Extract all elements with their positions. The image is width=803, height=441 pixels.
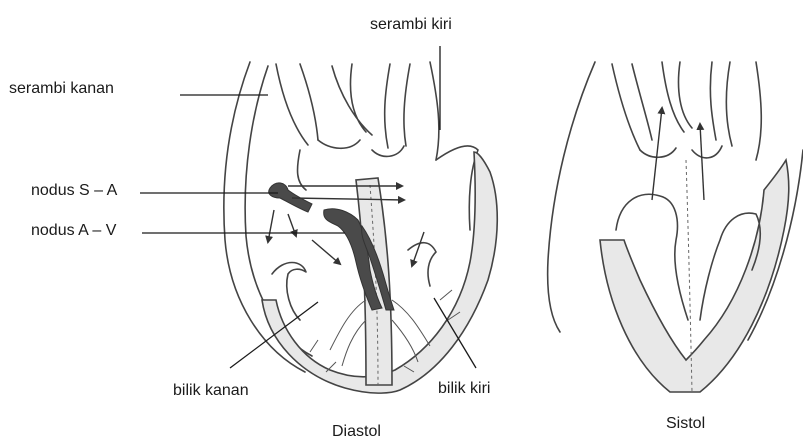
diastol-arrow-5 xyxy=(312,240,340,264)
sistol-arrow-1 xyxy=(652,108,662,200)
diastol-vessels xyxy=(276,62,439,160)
label-bilik-kanan: bilik kanan xyxy=(173,383,249,399)
nodus-sa-shape xyxy=(269,183,312,212)
caption-diastol: Diastol xyxy=(332,424,381,440)
label-nodus-sa: nodus S – A xyxy=(31,183,117,199)
sistol-vessel-loops xyxy=(640,146,722,158)
label-nodus-av: nodus A – V xyxy=(31,223,116,239)
label-serambi-kiri: serambi kiri xyxy=(370,17,452,33)
diastol-arrow-6 xyxy=(412,232,424,266)
diastol-arrow-2 xyxy=(292,198,404,200)
diastol-outer-wall-left xyxy=(224,62,305,372)
label-bilik-kiri: bilik kiri xyxy=(438,381,490,397)
diastol-left-atrium-wall xyxy=(436,146,478,230)
sistol-outer-wall-left xyxy=(548,62,595,332)
caption-sistol: Sistol xyxy=(666,416,705,432)
label-serambi-kanan: serambi kanan xyxy=(9,81,114,97)
diastol-arrow-3 xyxy=(268,210,274,242)
sistol-vessels xyxy=(612,62,761,160)
sistol-arrow-2 xyxy=(700,124,704,200)
sistol-heart xyxy=(548,62,803,392)
sistol-ventricle-band xyxy=(600,160,789,392)
diastol-heart xyxy=(224,62,497,393)
